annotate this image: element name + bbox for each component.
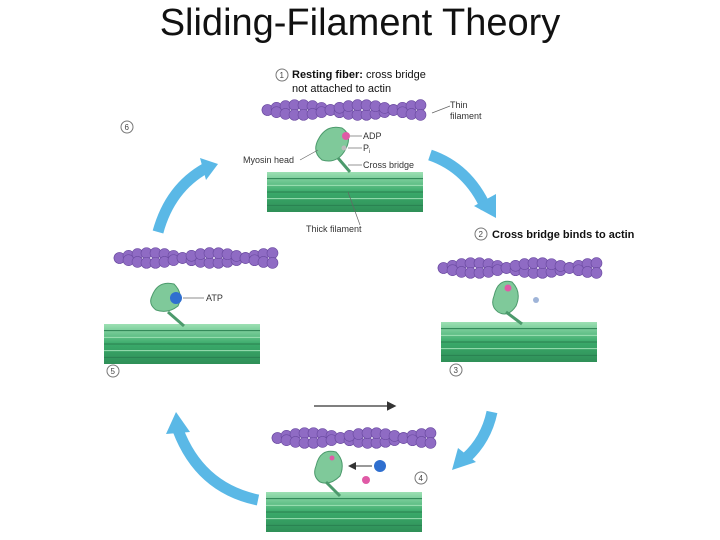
step-2-caption: Cross bridge binds to actin bbox=[492, 229, 635, 241]
step-4-number: 4 bbox=[419, 474, 424, 483]
cycle-arrow-3-to-4 bbox=[452, 410, 498, 470]
atp-molecule-step4 bbox=[374, 460, 386, 472]
step-1-number: 1 bbox=[280, 71, 285, 80]
thin-filament-step1 bbox=[261, 99, 427, 121]
myosin-head-step5 bbox=[150, 282, 181, 312]
step-4-power-stroke: 4 bbox=[266, 401, 437, 532]
pi-label: Pi bbox=[363, 143, 370, 155]
step-1-caption-bold: Resting fiber: bbox=[292, 69, 363, 81]
atp-molecule-step5 bbox=[170, 292, 182, 304]
thin-filament-step5 bbox=[113, 247, 279, 269]
pi-label-main: P bbox=[363, 143, 369, 153]
thick-filament-step4 bbox=[266, 492, 422, 532]
thin-filament-step4 bbox=[271, 427, 437, 449]
actin-bead bbox=[266, 247, 279, 259]
step-1-caption-rest: cross bridge bbox=[363, 69, 426, 81]
step-1-resting-fiber: 1 Resting fiber: cross bridge not attach… bbox=[243, 68, 482, 234]
actin-bead bbox=[414, 99, 427, 111]
step-2-3-cross-bridge-binds: 2 Cross bridge binds to actin 3 bbox=[437, 227, 635, 377]
thick-filament-step1 bbox=[267, 172, 423, 212]
step-6-number: 6 bbox=[125, 123, 130, 132]
myosin-head-step1 bbox=[315, 126, 349, 162]
actin-bead bbox=[424, 437, 437, 449]
thin-filament-label-1: Thin bbox=[450, 100, 468, 110]
thick-filament-step3 bbox=[441, 322, 597, 362]
adp-label: ADP bbox=[363, 131, 382, 141]
step-5-6-atp-binds: ATP 5 bbox=[104, 247, 279, 378]
actin-bead bbox=[424, 427, 437, 439]
cross-bridge-label: Cross bridge bbox=[363, 160, 414, 170]
step-2-number: 2 bbox=[479, 230, 484, 239]
actin-bead bbox=[266, 257, 279, 269]
actin-bead bbox=[590, 257, 603, 269]
myosin-head-step4 bbox=[314, 450, 343, 484]
adp-molecule-step3 bbox=[504, 284, 512, 292]
pi-label-sub: i bbox=[369, 149, 370, 155]
cycle-arrow-1-to-2 bbox=[428, 149, 496, 218]
cycle-arrow-4-to-5 bbox=[166, 412, 260, 506]
step-5-number: 5 bbox=[111, 367, 116, 376]
step-1-caption-line2: not attached to actin bbox=[292, 83, 391, 95]
cycle-arrow-6-to-1 bbox=[152, 158, 218, 234]
thick-filament-step5 bbox=[104, 324, 260, 364]
cycle-arrows bbox=[152, 149, 498, 506]
thin-filament-step3 bbox=[437, 257, 603, 279]
pi-released-step3 bbox=[533, 297, 539, 303]
adp-released-step4 bbox=[362, 476, 370, 484]
thick-filament-label: Thick filament bbox=[306, 224, 362, 234]
myosin-head-step3 bbox=[492, 280, 519, 315]
atp-label: ATP bbox=[206, 293, 223, 303]
actin-bead bbox=[414, 109, 427, 121]
svg-text:Resting fiber: cross bridge: Resting fiber: cross bridge bbox=[292, 69, 426, 81]
slide-title: Sliding-Filament Theory bbox=[159, 2, 561, 44]
thin-filament-label-2: filament bbox=[450, 111, 482, 121]
step-6: 6 bbox=[120, 120, 134, 134]
adp-molecule-step1 bbox=[342, 132, 350, 140]
myosin-head-label: Myosin head bbox=[243, 155, 294, 165]
step-3-number: 3 bbox=[454, 366, 459, 375]
actin-bead bbox=[590, 267, 603, 279]
